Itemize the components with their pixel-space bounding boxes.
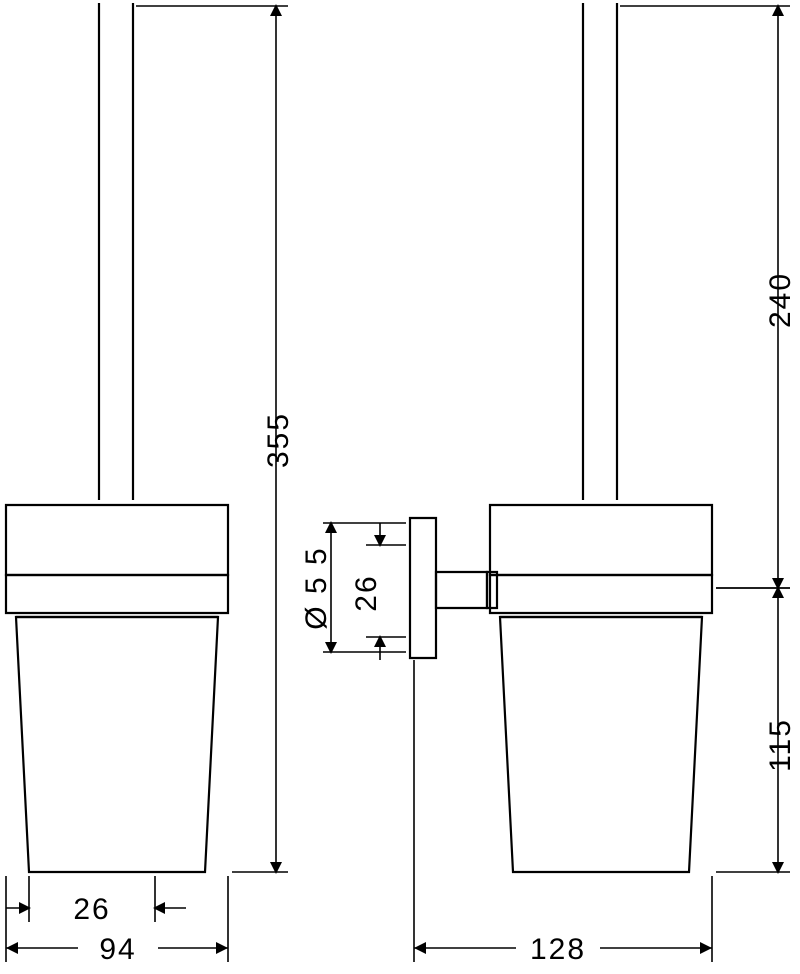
dimension-label-355: 355 — [262, 412, 295, 468]
dimension-label-26-detail: 26 — [350, 574, 383, 611]
dimension-label-115: 115 — [764, 718, 797, 772]
side-detail-geometry — [408, 516, 499, 660]
dimension-label-94: 94 — [99, 933, 136, 966]
dimension-label-26-front: 26 — [73, 893, 110, 926]
dimension-label-diameter-55: Ø 5 5 — [300, 546, 333, 629]
side-view-geometry — [488, 3, 714, 874]
dimension-wall-plate-diameter — [323, 521, 406, 654]
dimension-overall-height — [136, 4, 288, 874]
dimension-overall-width — [5, 876, 229, 962]
dimension-wall-plate-depth — [366, 523, 406, 660]
dimension-label-128: 128 — [530, 933, 586, 966]
front-view-geometry — [4, 3, 230, 874]
dimension-holder-height — [716, 586, 790, 874]
dimension-base-offset-width — [6, 876, 186, 922]
dimension-overall-depth — [413, 660, 713, 962]
dimension-label-240: 240 — [764, 272, 797, 328]
